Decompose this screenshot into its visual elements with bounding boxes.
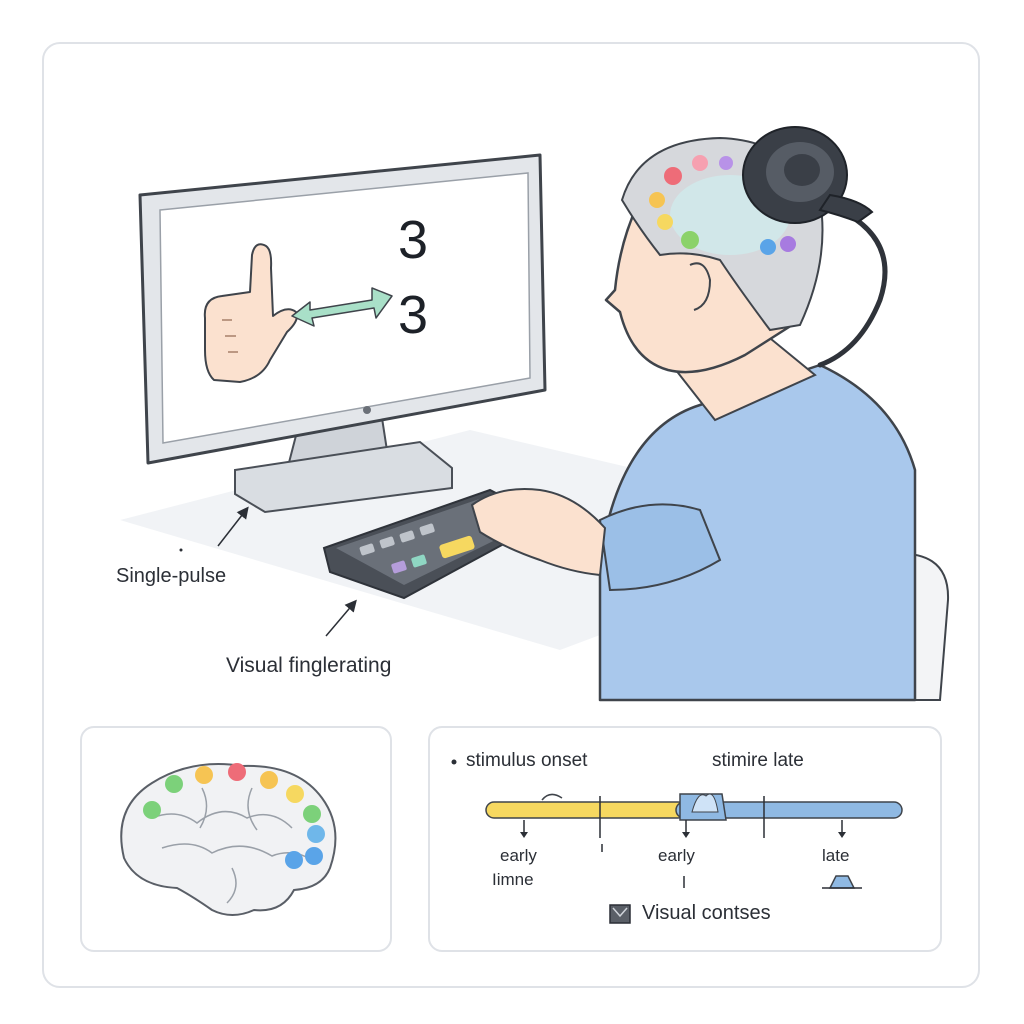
single-pulse-label: Single-pulse: [116, 565, 227, 587]
legend-swatch-icon: [609, 904, 631, 924]
tick-label-late: late: [822, 846, 850, 865]
timeline-graphic: [451, 759, 903, 924]
tick-label-early-1: early: [500, 846, 537, 865]
timeline-panel: stimulus onset stimire late early early …: [428, 726, 942, 952]
tms-coil-icon: [742, 126, 888, 368]
single-pulse-pointer: [217, 506, 249, 547]
person-arm: [598, 503, 722, 592]
pointing-hand-icon: [203, 243, 298, 383]
stimulus-onset-label: stimulus onset: [466, 750, 588, 771]
timeline-bar-late: [675, 801, 903, 819]
person-ear: [689, 262, 712, 311]
visual-finger-label: Visual finglerating: [226, 654, 392, 677]
screen-digit-bottom: 3: [398, 285, 428, 345]
brain-panel: [80, 726, 392, 952]
tick-label-early-2: early: [658, 846, 695, 865]
visual-finger-pointer: [325, 599, 357, 637]
brain-icon: [120, 763, 337, 916]
scalp-electrodes: [649, 155, 796, 255]
screen-digit-top: 3: [398, 210, 428, 270]
late-header-label: stimire late: [712, 750, 804, 771]
timeline-ticks: [523, 796, 843, 852]
sub-label: Iimne: [492, 870, 534, 889]
double-arrow-icon: [291, 287, 393, 327]
typing-hand: [471, 488, 606, 576]
legend-label: Visual contses: [642, 902, 771, 924]
timeline-bar-early: [485, 801, 687, 819]
